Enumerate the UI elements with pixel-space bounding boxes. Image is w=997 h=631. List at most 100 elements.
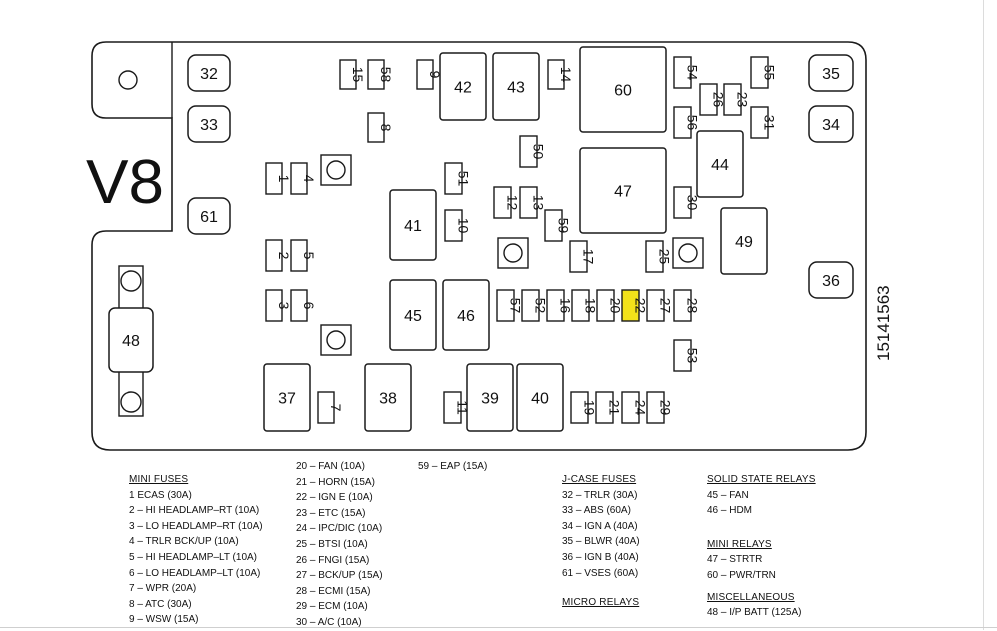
fuse-19: 19 xyxy=(570,391,598,424)
fuse-label: 54 xyxy=(685,65,701,81)
fuse-label: 58 xyxy=(378,67,394,83)
fuse-outline xyxy=(265,162,283,195)
legend-entry: 30 – A/C (10A) xyxy=(296,616,362,628)
fuse-outline xyxy=(547,59,565,90)
fuse-8: 8 xyxy=(367,112,394,143)
fuse-label: 21 xyxy=(607,400,623,416)
fuse-outline xyxy=(570,391,589,424)
fuse-outline xyxy=(699,83,718,116)
fuse-3: 3 xyxy=(265,289,292,322)
mounting-hole xyxy=(118,70,138,90)
fuse-label: 28 xyxy=(685,298,701,314)
fuse-label: 4 xyxy=(301,175,317,183)
fuse-59: 59 xyxy=(544,209,572,242)
component-48: 48 xyxy=(108,307,154,373)
fuse-label: 31 xyxy=(762,115,778,131)
legend-entry: 35 – BLWR (40A) xyxy=(562,536,640,548)
fuse-outline xyxy=(290,289,308,322)
fuse-box-outline xyxy=(91,41,867,451)
fuse-13: 13 xyxy=(519,186,547,219)
fuse-12: 12 xyxy=(493,186,521,219)
legend-entry: 59 – EAP (15A) xyxy=(418,461,488,472)
fuse-outline xyxy=(571,289,590,322)
fuse-55: 55 xyxy=(750,56,778,89)
fuse-outline xyxy=(290,162,308,195)
fuse-outline xyxy=(444,162,463,195)
component-outline xyxy=(516,363,564,432)
component-label: 39 xyxy=(481,391,499,408)
fuse-outline xyxy=(544,209,563,242)
fuse-outline xyxy=(496,289,515,322)
fuse-label: 16 xyxy=(558,298,574,314)
fuse-outline xyxy=(673,289,692,322)
fuse-outline xyxy=(673,339,692,372)
legend-entry: 33 – ABS (60A) xyxy=(562,505,631,517)
legend-heading-mini-relays: MINI RELAYS xyxy=(707,538,772,550)
component-outline xyxy=(808,105,854,143)
component-outline xyxy=(187,197,231,235)
component-outline xyxy=(579,46,667,133)
fuse-label: 52 xyxy=(533,298,549,314)
component-label: 46 xyxy=(457,308,475,325)
fuse-50: 50 xyxy=(519,135,547,168)
legend-entry: 47 – STRTR xyxy=(707,554,763,566)
fuse-outline xyxy=(673,186,692,219)
socket xyxy=(320,154,352,186)
legend-spacer xyxy=(707,519,816,537)
component-label: 47 xyxy=(614,184,632,201)
fuse-2: 2 xyxy=(265,239,292,272)
fuse-outline xyxy=(521,289,540,322)
socket xyxy=(672,237,704,269)
fuse-outline xyxy=(596,289,615,322)
legend-entry: 4 – TRLR BCK/UP (10A) xyxy=(129,536,239,548)
legend-entry: 2 – HI HEADLAMP–RT (10A) xyxy=(129,505,260,517)
component-outline xyxy=(389,279,437,351)
fuse-outline xyxy=(646,391,665,424)
fuse-outline xyxy=(265,239,283,272)
fuse-label: 7 xyxy=(328,404,344,412)
fuse-54: 54 xyxy=(673,56,701,89)
socket xyxy=(497,237,529,269)
fuse-label: 13 xyxy=(531,195,547,211)
legend-list: 1 ECAS (30A)2 – HI HEADLAMP–RT (10A)3 – … xyxy=(129,488,263,628)
legend-entry: 1 ECAS (30A) xyxy=(129,489,192,501)
fuse-label: 22 xyxy=(633,298,649,314)
component-41: 41 xyxy=(389,189,437,261)
component-label: 43 xyxy=(507,80,525,97)
component-label: 35 xyxy=(822,66,840,83)
legend-jcase-col: J-CASE FUSES 32 – TRLR (30A)33 – ABS (60… xyxy=(562,472,640,611)
legend-entry: 5 – HI HEADLAMP–LT (10A) xyxy=(129,551,258,563)
component-outline xyxy=(187,54,231,92)
component-39: 39 xyxy=(466,363,514,432)
legend-entry: 22 – IGN E (10A) xyxy=(296,492,373,504)
fuse-27: 27 xyxy=(646,289,674,322)
fuse-6: 6 xyxy=(290,289,317,322)
legend-entry: 45 – FAN xyxy=(707,489,749,501)
legend-mini-fuses-col1: MINI FUSES 1 ECAS (30A)2 – HI HEADLAMP–R… xyxy=(129,472,263,628)
component-label: 49 xyxy=(735,234,753,251)
fuse-label: 10 xyxy=(456,218,472,234)
fuse-outline xyxy=(673,56,692,89)
fuse-26: 26 xyxy=(699,83,727,116)
socket xyxy=(320,324,352,356)
fuse-label: 5 xyxy=(301,252,317,260)
fuse-10: 10 xyxy=(444,209,472,242)
fuse-30: 30 xyxy=(673,186,701,219)
fuse-outline-highlighted xyxy=(621,289,640,322)
fuse-outline xyxy=(290,239,308,272)
legend-entry: 60 – PWR/TRN xyxy=(707,569,776,581)
fuse-outline xyxy=(416,59,434,90)
component-outline xyxy=(492,52,540,121)
component-outline xyxy=(579,147,667,234)
component-outline xyxy=(808,261,854,299)
component-35: 35 xyxy=(808,54,854,92)
component-label: 61 xyxy=(200,209,218,226)
mega-fuse-bolt-bottom xyxy=(120,391,142,413)
fuse-outline xyxy=(367,59,385,90)
component-label: 41 xyxy=(404,218,422,235)
component-outline xyxy=(466,363,514,432)
